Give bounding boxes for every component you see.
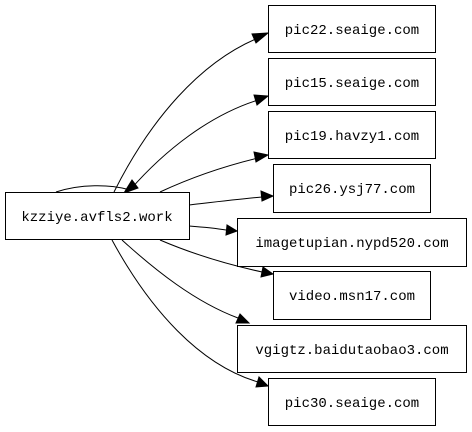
node-pic19[interactable]: pic19.havzy1.com [268, 111, 436, 159]
node-source[interactable]: kzziye.avfls2.work [5, 192, 190, 240]
node-pic26[interactable]: pic26.ysj77.com [273, 164, 431, 213]
node-pic15[interactable]: pic15.seaige.com [268, 58, 436, 106]
node-pic22-label: pic22.seaige.com [285, 23, 419, 39]
node-pic26-label: pic26.ysj77.com [289, 182, 415, 198]
node-pic15-label: pic15.seaige.com [285, 76, 419, 92]
arrowhead-pic19 [253, 151, 270, 163]
node-vgigtz[interactable]: vgigtz.baidutaobao3.com [237, 325, 467, 373]
arrowhead-pic15 [253, 94, 270, 106]
edge-to-pic30 [111, 239, 259, 383]
edges [55, 32, 275, 388]
edge-to-pic26 [188, 196, 263, 206]
arrowhead-pic30 [255, 376, 270, 388]
node-video[interactable]: video.msn17.com [273, 271, 431, 320]
node-pic22[interactable]: pic22.seaige.com [268, 5, 436, 53]
arrowhead-imagetupian [225, 224, 239, 236]
arrowhead-video [260, 266, 275, 278]
node-imagetupian[interactable]: imagetupian.nypd520.com [237, 218, 467, 267]
edge-to-imagetupian [188, 225, 227, 231]
arrowhead-loop-source [122, 179, 139, 194]
edge-to-pic22 [113, 37, 259, 193]
edge-to-vgigtz [121, 239, 239, 319]
edge-to-pic15 [55, 99, 259, 193]
node-video-label: video.msn17.com [289, 289, 415, 305]
edge-to-video [159, 239, 263, 273]
arrowhead-vgigtz [235, 313, 251, 324]
node-source-label: kzziye.avfls2.work [21, 210, 172, 226]
node-vgigtz-label: vgigtz.baidutaobao3.com [255, 343, 448, 359]
arrowhead-pic26 [260, 190, 275, 202]
node-pic30[interactable]: pic30.seaige.com [268, 378, 436, 426]
arrowhead-pic22 [251, 32, 270, 44]
node-imagetupian-label: imagetupian.nypd520.com [255, 236, 448, 252]
node-pic30-label: pic30.seaige.com [285, 396, 419, 412]
node-pic19-label: pic19.havzy1.com [285, 129, 419, 145]
edge-to-pic19 [159, 157, 259, 193]
